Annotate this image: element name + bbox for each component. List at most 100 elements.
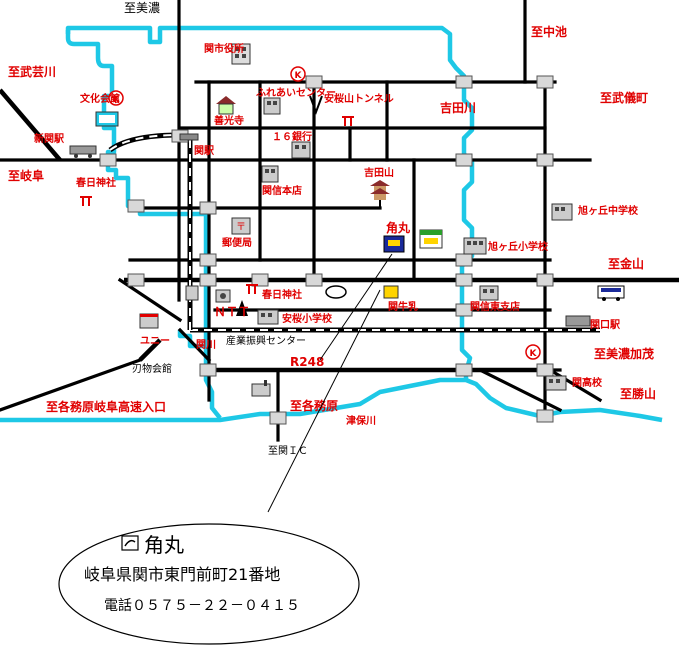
label-yoshidagawa: 吉田川 — [440, 100, 476, 115]
icons: K K K — [69, 43, 625, 397]
label-post-office: 郵便局 — [222, 236, 252, 249]
label-seki-station: 関駅 — [194, 145, 215, 157]
bridge — [251, 273, 269, 287]
pagoda-icon — [370, 180, 390, 208]
building-icon — [545, 375, 567, 391]
bridge — [455, 273, 473, 287]
svg-text:〒: 〒 — [236, 222, 246, 233]
label-sekishin-honten: 関信本店 — [262, 184, 302, 197]
torii-icon — [80, 196, 92, 206]
bridge — [455, 153, 473, 167]
label-city-hall: 関市役所 — [204, 42, 244, 55]
road-diag-kakamigahara — [0, 357, 143, 412]
rivers — [0, 25, 663, 423]
torii-icon — [246, 284, 258, 294]
label-to-seki-ic: 至関ＩＣ — [268, 445, 308, 457]
label-asahigaoka-junior: 旭ヶ丘中学校 — [577, 204, 639, 217]
building-icon — [95, 111, 119, 127]
bridge — [269, 411, 287, 425]
building-icon: 〒 — [231, 217, 251, 235]
label-shinseki-station: 新関駅 — [34, 132, 65, 145]
bridge — [536, 153, 554, 167]
tower-icon — [236, 300, 248, 316]
label-yoshidayama: 吉田山 — [364, 166, 394, 179]
label-anzenzan: 安桜山トンネル — [324, 92, 394, 105]
bus-icon — [597, 285, 625, 301]
callout-oval: 角丸 岐阜県関市東門前町21番地 電話０５７５－２２－０４１５ — [58, 523, 360, 645]
building-icon — [383, 285, 399, 299]
building-icon — [479, 285, 499, 301]
bridge — [305, 273, 323, 287]
label-sekigawa: 関川 — [196, 339, 216, 351]
callout-phone: 電話０５７５－２２－０４１５ — [104, 597, 300, 614]
building-icon — [185, 285, 199, 301]
kakumaru-icon — [383, 235, 405, 253]
bridges — [99, 75, 554, 425]
label-kakumaru: 角丸 — [386, 220, 411, 235]
label-sekishin-higashi: 関信東支店 — [470, 300, 520, 313]
label-to-minokamo: 至美濃加茂 — [594, 346, 654, 361]
svg-text:K: K — [530, 349, 538, 359]
callout-address: 岐阜県関市東門前町21番地 — [84, 565, 280, 584]
circle-k-icon: K — [525, 344, 541, 360]
railway-arc — [108, 132, 181, 153]
station-icon — [179, 133, 199, 141]
label-to-mugegawa: 至武芸川 — [8, 64, 56, 79]
label-bank16: １６銀行 — [272, 130, 312, 143]
kakumaru-logo-icon — [121, 535, 139, 551]
callout-leaders — [267, 253, 393, 513]
train-icon — [69, 145, 97, 158]
building-icon — [139, 313, 159, 329]
torii-icon — [342, 116, 354, 126]
road-diag-ic — [177, 327, 212, 363]
landmark-oval-icon — [325, 285, 347, 299]
road-diag-se — [477, 367, 563, 413]
label-to-nakaike: 至中池 — [531, 24, 567, 39]
building-icon — [463, 237, 487, 255]
bridge — [536, 409, 554, 423]
label-kasuga-jinja-top: 春日神社 — [76, 176, 116, 189]
road-diag-left — [117, 277, 183, 323]
label-to-gifu: 至岐阜 — [8, 168, 44, 183]
tunnel-icon — [309, 95, 323, 115]
bridge — [455, 363, 473, 377]
building-icon — [263, 97, 281, 115]
bridge — [455, 75, 473, 89]
label-sangyo-center: 産業振興センター — [226, 334, 306, 347]
bridge — [199, 201, 217, 215]
label-to-mino: 至美濃 — [124, 1, 160, 15]
svg-text:K: K — [295, 71, 303, 81]
bridge — [199, 273, 217, 287]
label-to-kanayama: 至金山 — [608, 256, 644, 271]
svg-text:K: K — [113, 95, 121, 105]
callout-name: 角丸 — [144, 533, 184, 557]
road-diag-katsuyama — [547, 367, 603, 403]
building-icon — [551, 203, 573, 221]
building-icon — [291, 141, 311, 159]
bridge — [455, 303, 473, 317]
label-tsuhogawa: 津保川 — [346, 414, 376, 427]
bridge — [99, 153, 117, 167]
bridge — [127, 199, 145, 213]
label-to-mugicho: 至武儀町 — [600, 90, 648, 105]
building-icon — [261, 165, 279, 183]
railway-arc-dash — [109, 134, 181, 151]
river-tsubogawa — [0, 377, 663, 423]
label-seki-highschool: 関高校 — [572, 376, 603, 389]
label-bunka-kaikan: 文化会館 — [80, 92, 120, 105]
bridge — [536, 75, 554, 89]
leader-line — [319, 253, 393, 361]
circle-k-icon: K — [108, 90, 124, 106]
label-hamono-kaikan: 刃物会館 — [132, 362, 172, 375]
label-sekiguchi-station: 関口駅 — [590, 319, 621, 331]
bridge — [305, 75, 323, 89]
building-icon — [257, 309, 279, 325]
label-to-kakamigahara: 至各務原 — [290, 398, 338, 413]
label-ntt: ＮＴＴ — [214, 305, 250, 319]
bridge — [199, 363, 217, 377]
leader-line — [267, 289, 381, 513]
label-zenkoji: 善光寺 — [214, 114, 244, 127]
label-asahigaoka-elementary: 旭ヶ丘小学校 — [487, 240, 549, 253]
bridge — [455, 253, 473, 267]
